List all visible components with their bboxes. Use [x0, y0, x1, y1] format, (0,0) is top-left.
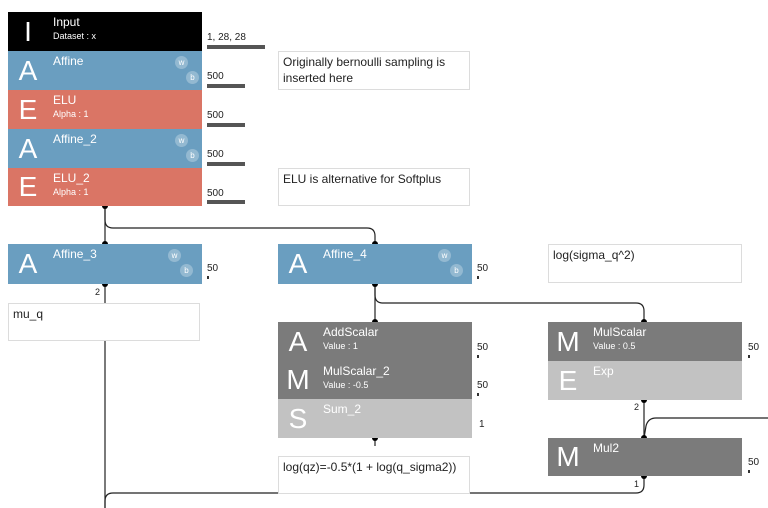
weight-param-icon: w — [438, 249, 451, 262]
shape-label-affine-3: 50 — [207, 263, 219, 274]
shape-label-affine: 500 — [207, 71, 224, 82]
shape-label-sum-2: 1 — [479, 419, 485, 430]
shape-label-addscalar: 50 — [477, 342, 489, 353]
shape-label-elu-2: 500 — [207, 188, 224, 199]
shape-bar-input — [207, 45, 265, 49]
node-affine-3[interactable]: A Affine_3 w b — [8, 244, 202, 284]
node-type-letter: M — [556, 441, 580, 472]
wire-external-mul2 — [643, 417, 768, 439]
shape-bar-mulscalar-2 — [477, 393, 479, 396]
node-type-letter: A — [288, 248, 308, 279]
node-param: Value : 0.5 — [593, 341, 636, 351]
node-affine[interactable]: A Affine w b — [8, 51, 202, 90]
bias-param-icon: b — [186, 149, 199, 162]
node-mulscalar[interactable]: M MulScalar Value : 0.5 — [548, 322, 742, 361]
comment-bernoulli[interactable]: Originally bernoulli sampling is inserte… — [278, 51, 470, 90]
shape-label-affine-2: 500 — [207, 149, 224, 160]
node-mulscalar-2[interactable]: M MulScalar_2 Value : -0.5 — [278, 361, 472, 399]
node-type-letter: M — [286, 364, 310, 395]
node-type-letter: A — [18, 132, 38, 164]
node-addscalar[interactable]: A AddScalar Value : 1 — [278, 322, 472, 361]
node-title: Affine — [53, 54, 84, 68]
comment-elu-alternative[interactable]: ELU is alternative for Softplus — [278, 168, 470, 206]
node-type-letter: E — [18, 171, 38, 202]
node-type-letter: A — [18, 248, 38, 279]
output-port-count: 2 — [95, 287, 101, 297]
node-param: Value : -0.5 — [323, 380, 369, 390]
shape-bar-affine — [207, 84, 245, 88]
shape-label-mulscalar-2: 50 — [477, 380, 489, 391]
node-title: Affine_2 — [53, 132, 97, 146]
comment-mu-q[interactable]: mu_q — [8, 303, 200, 341]
node-param: Alpha : 1 — [53, 109, 89, 119]
node-title: ELU_2 — [53, 171, 90, 185]
node-type-letter: A — [18, 54, 38, 86]
shape-bar-elu — [207, 123, 245, 127]
node-title: Mul2 — [593, 441, 620, 455]
shape-label-mulscalar: 50 — [748, 342, 760, 353]
wire-affine4-mulscalar — [374, 284, 645, 322]
node-title: Input — [53, 15, 80, 29]
node-mul2[interactable]: M Mul2 — [548, 438, 742, 476]
shape-bar-affine-4 — [477, 276, 479, 279]
shape-bar-addscalar — [477, 355, 479, 358]
bias-param-icon: b — [180, 264, 193, 277]
node-title: Sum_2 — [323, 402, 362, 416]
node-sum-2[interactable]: S Sum_2 — [278, 399, 472, 438]
weight-param-icon: w — [175, 56, 188, 69]
shape-bar-mulscalar — [748, 355, 750, 358]
shape-bar-elu-2 — [207, 200, 245, 204]
node-title: Affine_3 — [53, 247, 97, 261]
node-type-letter: E — [18, 93, 38, 125]
node-type-letter: S — [288, 402, 308, 434]
wire-elu2-affine4 — [104, 206, 376, 244]
shape-label-input: 1, 28, 28 — [207, 32, 246, 43]
shape-bar-mul2 — [748, 470, 750, 473]
comment-log-qz[interactable]: log(qz)=-0.5*(1 + log(q_sigma2)) — [278, 456, 470, 494]
output-port-count: 1 — [634, 479, 640, 489]
node-affine-4[interactable]: A Affine_4 w b — [278, 244, 472, 284]
shape-bar-affine-2 — [207, 162, 245, 166]
node-elu[interactable]: E ELU Alpha : 1 — [8, 90, 202, 129]
node-param: Value : 1 — [323, 341, 358, 351]
weight-param-icon: w — [175, 134, 188, 147]
node-title: Affine_4 — [323, 247, 367, 261]
weight-param-icon: w — [168, 249, 181, 262]
node-elu-2[interactable]: E ELU_2 Alpha : 1 — [8, 168, 202, 206]
bias-param-icon: b — [450, 264, 463, 277]
node-title: MulScalar_2 — [323, 364, 390, 378]
shape-label-elu: 500 — [207, 110, 224, 121]
shape-label-affine-4: 50 — [477, 263, 489, 274]
node-title: AddScalar — [323, 325, 379, 339]
shape-bar-affine-3 — [207, 276, 209, 279]
comment-log-sigma[interactable]: log(sigma_q^2) — [548, 244, 742, 283]
node-exp[interactable]: E Exp — [548, 361, 742, 400]
node-param: Alpha : 1 — [53, 187, 89, 197]
node-type-letter: I — [24, 15, 32, 47]
node-param: Dataset : x — [53, 31, 97, 41]
node-type-letter: E — [558, 364, 578, 396]
node-title: MulScalar — [593, 325, 647, 339]
node-affine-2[interactable]: A Affine_2 w b — [8, 129, 202, 168]
node-type-letter: M — [556, 325, 580, 357]
bias-param-icon: b — [186, 71, 199, 84]
node-type-letter: A — [288, 325, 308, 357]
node-title: Exp — [593, 364, 614, 378]
node-title: ELU — [53, 93, 77, 107]
node-input[interactable]: I Input Dataset : x — [8, 12, 202, 51]
shape-label-mul2: 50 — [748, 457, 760, 468]
output-port-count: 2 — [634, 402, 640, 412]
